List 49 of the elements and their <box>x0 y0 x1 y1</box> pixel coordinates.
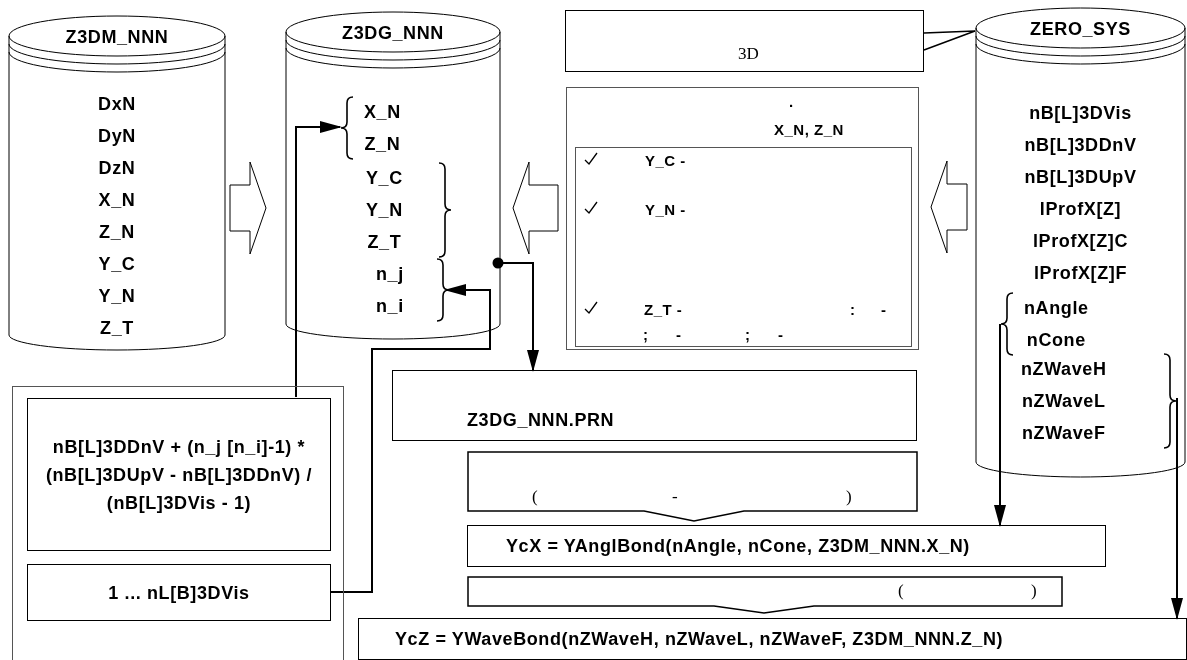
box-text: ; <box>643 325 649 345</box>
box-text: - <box>676 325 682 345</box>
arrow <box>492 257 539 372</box>
box-text: Z3DG_NNN.PRN <box>466 409 616 432</box>
box-text: Z_T - <box>644 300 683 320</box>
chevron-box <box>467 576 1063 614</box>
arrow <box>994 323 1006 527</box>
box-text: - <box>672 487 678 507</box>
field-list: nZWaveH nZWaveL nZWaveF <box>1021 353 1107 449</box>
chevron-box <box>467 451 918 522</box>
box-text: 1 ... nL[B]3DVis <box>107 581 251 605</box>
field-list: X_N Z_N <box>364 96 401 160</box>
box-text: ( <box>898 581 904 601</box>
box-text: YcX = YAnglBond(nAngle, nCone, Z3DM_NNN.X_N) <box>505 535 971 558</box>
box-text: - <box>778 325 784 345</box>
box-text: 3D <box>738 44 759 64</box>
field-list: DxN DyN DzN X_N Z_N Y_C Y_N Z_T <box>98 88 136 344</box>
box-text: : <box>850 300 856 320</box>
cylinder-title: ZERO_SYS <box>1030 18 1131 41</box>
group-panel <box>12 386 344 660</box>
process-box <box>27 564 331 621</box>
field-list: n_j n_i <box>376 258 404 322</box>
block-arrow <box>930 160 968 254</box>
box-text: nB[L]3DDnV + (n_j [n_i]-1) * (nB[L]3DUpV - nB[L]3DDnV) / (nB[L]3DVis - 1) <box>44 435 314 515</box>
box-text: Y_C - <box>645 151 686 171</box>
cylinder-title: Z3DG_NNN <box>342 22 444 45</box>
process-box <box>27 398 331 551</box>
process-box <box>467 525 1106 567</box>
box-text: X_N, Z_N <box>774 120 844 140</box>
arrow <box>1171 397 1183 620</box>
arrow <box>295 121 342 398</box>
box-text: . <box>789 92 794 112</box>
block-arrow <box>512 161 559 255</box>
process-box <box>358 618 1187 660</box>
box-text: ; <box>745 325 751 345</box>
cylinder-title: Z3DM_NNN <box>65 26 169 49</box>
callout-box <box>565 10 924 72</box>
callout-pointer <box>923 30 976 51</box>
box-text: ( <box>532 487 538 507</box>
box-text: ) <box>846 487 852 507</box>
process-box <box>392 370 917 441</box>
arrow <box>329 284 491 593</box>
box-text: Y_N - <box>645 200 686 220</box>
box-text: YcZ = YWaveBond(nZWaveH, nZWaveL, nZWaveF, Z3DM_NNN.Z_N) <box>394 628 1005 651</box>
block-arrow <box>229 161 267 255</box>
box-text: ) <box>1031 581 1037 601</box>
note-panel <box>575 147 912 347</box>
box-text: - <box>881 300 887 320</box>
note-panel <box>566 87 919 350</box>
